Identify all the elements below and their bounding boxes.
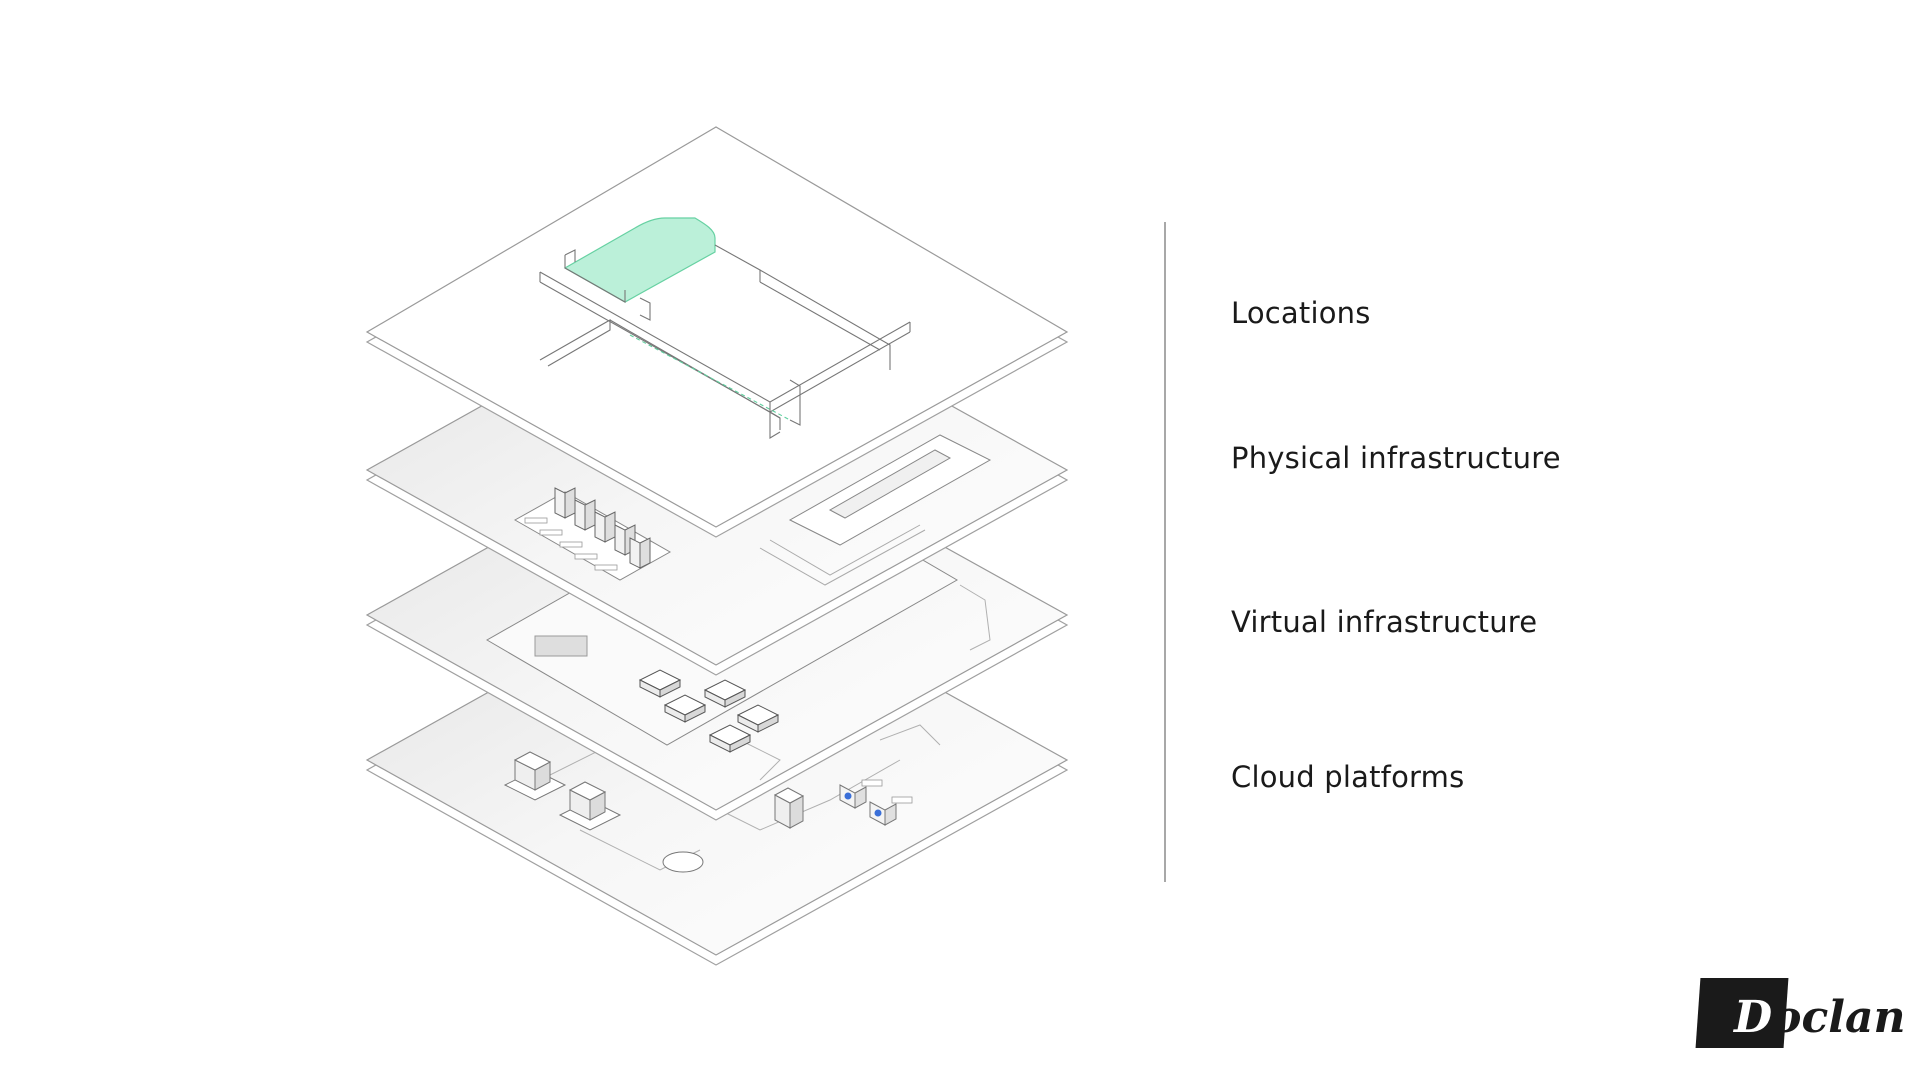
virtual-panel-block xyxy=(534,635,588,657)
floor-plan xyxy=(539,244,911,439)
cloud-server-tower xyxy=(773,787,805,829)
label-cloud-platforms: Cloud platforms xyxy=(1231,760,1465,794)
vm-box-5 xyxy=(708,724,752,753)
brand-logo: Doclan xyxy=(1695,978,1906,1050)
server-block-1 xyxy=(503,751,567,801)
vm-box-2 xyxy=(703,679,747,708)
logo-wordmark: Doclan xyxy=(1734,992,1906,1044)
label-virtual-infrastructure: Virtual infrastructure xyxy=(1231,605,1538,639)
vm-box-4 xyxy=(736,704,780,733)
label-physical-infrastructure: Physical infrastructure xyxy=(1231,441,1561,475)
vm-box-3 xyxy=(663,694,707,723)
plate-locations xyxy=(365,126,1069,538)
rack-cluster xyxy=(554,487,651,569)
storage-disk-icon xyxy=(662,851,704,873)
vm-box-1 xyxy=(638,669,682,698)
divider-line xyxy=(1164,222,1166,882)
highlighted-location-room xyxy=(563,217,716,303)
logo-rest: oclan xyxy=(1772,992,1906,1043)
cloud-node-1 xyxy=(839,779,883,809)
cloud-node-2 xyxy=(869,796,913,826)
server-block-2 xyxy=(558,781,622,831)
logo-initial: D xyxy=(1734,992,1773,1043)
label-locations: Locations xyxy=(1231,296,1371,330)
